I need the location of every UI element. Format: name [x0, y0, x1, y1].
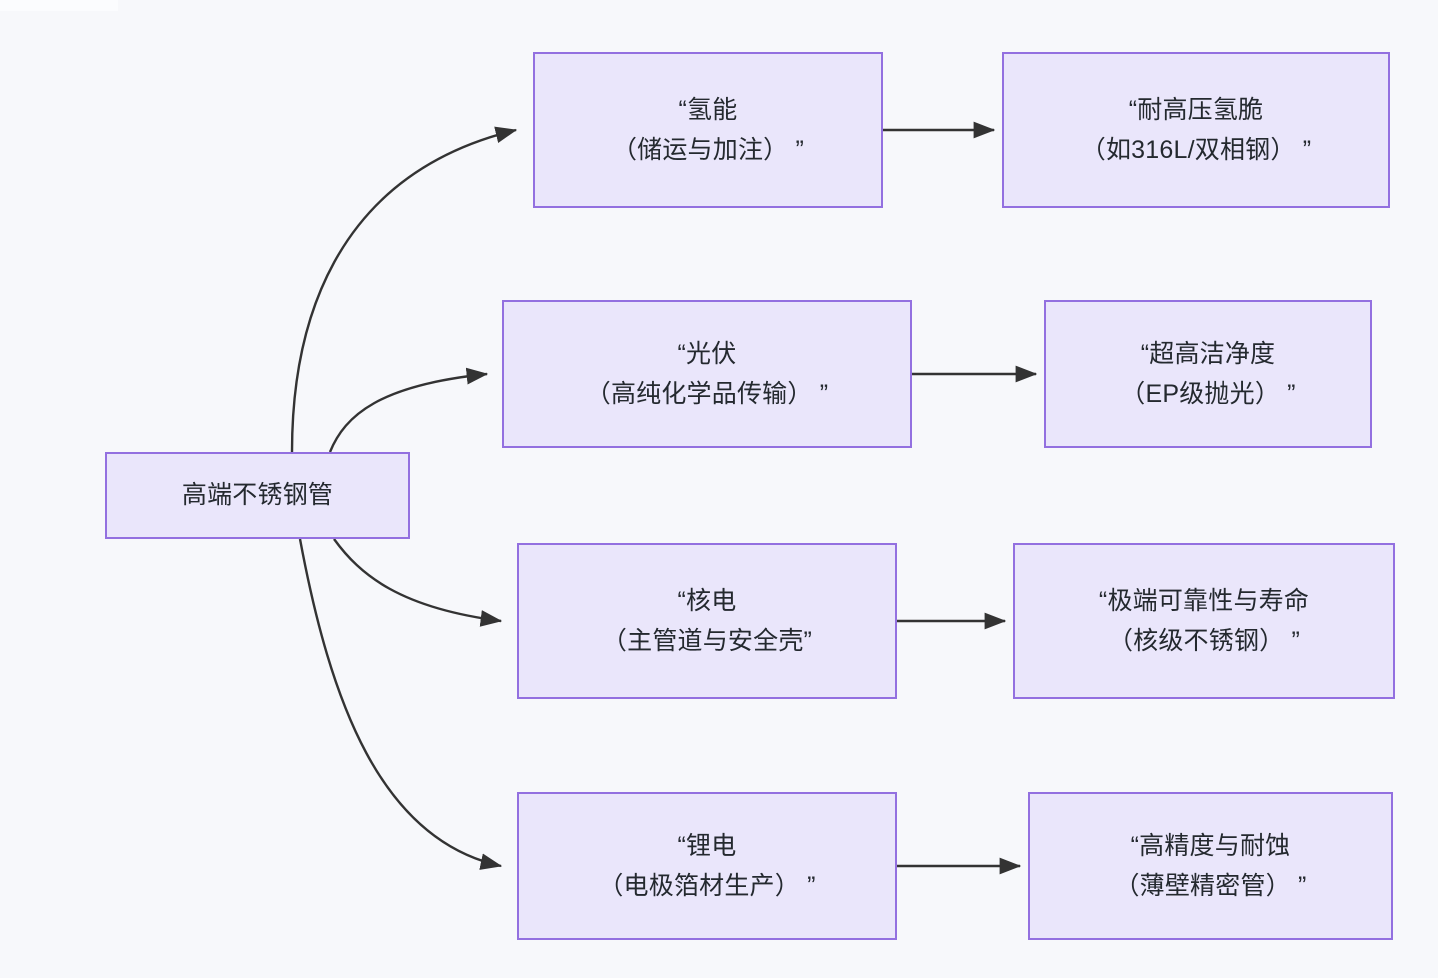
edge-root-hydrogen — [290, 126, 518, 453]
node-application-photovoltaic[interactable]: “光伏 （高纯化学品传输） ” — [502, 300, 912, 448]
node-requirement-photovoltaic[interactable]: “超高洁净度 （EP级抛光） ” — [1044, 300, 1372, 448]
node-requirement-hydrogen[interactable]: “耐高压氢脆 （如316L/双相钢） ” — [1002, 52, 1390, 208]
node-root[interactable]: 高端不锈钢管 — [105, 452, 410, 539]
node-application-lithium[interactable]: “锂电 （电极箔材生产） ” — [517, 792, 897, 940]
edge-root-pv — [328, 367, 489, 453]
node-requirement-nuclear[interactable]: “极端可靠性与寿命 （核级不锈钢） ” — [1013, 543, 1395, 699]
node-application-hydrogen[interactable]: “氢能 （储运与加注） ” — [533, 52, 883, 208]
node-requirement-lithium[interactable]: “高精度与耐蚀 （薄壁精密管） ” — [1028, 792, 1393, 940]
edge-root-nuclear — [333, 538, 503, 627]
node-application-nuclear[interactable]: “核电 （主管道与安全壳” — [517, 543, 897, 699]
edge-root-lithium — [298, 538, 503, 870]
